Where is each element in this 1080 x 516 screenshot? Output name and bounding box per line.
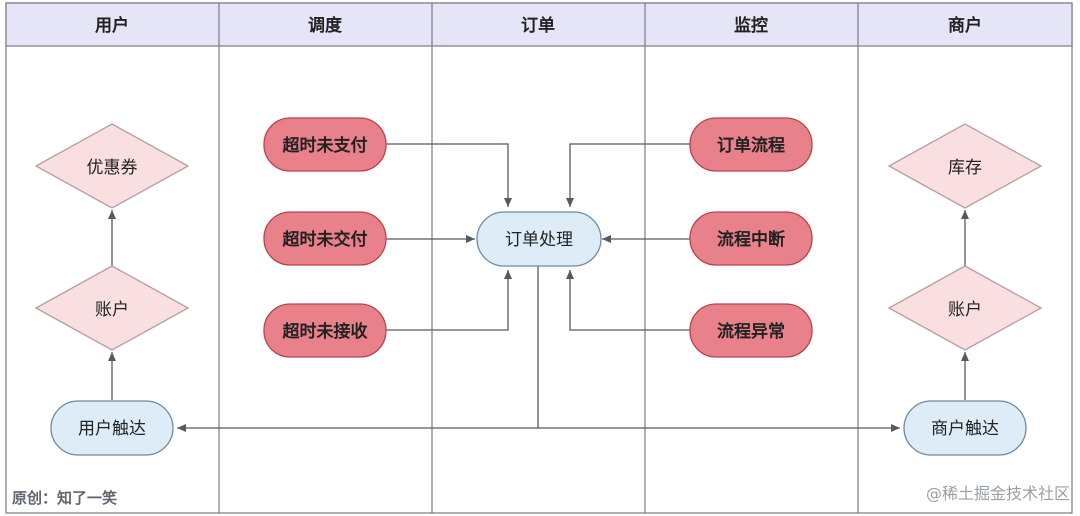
edge-flow-exception-to-order-process	[566, 270, 690, 331]
order-process-node	[476, 211, 602, 267]
lane-header-merchant: 商户	[948, 15, 982, 36]
user-account-diamond	[34, 265, 190, 351]
user-coupon-label: 优惠券	[87, 158, 138, 178]
order-flow-node	[689, 117, 813, 172]
timeout-unreceived-node	[263, 303, 387, 358]
timeout-undelivered-node	[263, 211, 387, 266]
merchant-account-diamond	[887, 265, 1043, 351]
edge-timeout-unreceived-to-order-process	[386, 270, 512, 331]
timeout-unpaid-node	[263, 117, 387, 172]
merchant-account-label: 账户	[948, 300, 982, 320]
lane-header-monitor: 监控	[734, 15, 768, 36]
merchant-reach-node	[903, 400, 1027, 456]
flow-exception-label: 流程异常	[717, 321, 785, 342]
edge-timeout-unpaid-to-order-process	[386, 143, 512, 207]
lane-header-order: 订单	[521, 15, 555, 36]
flow-interrupt-label: 流程中断	[717, 229, 785, 250]
flow-interrupt-node	[689, 211, 813, 266]
flow-exception-node	[689, 303, 813, 358]
user-coupon-diamond	[34, 123, 190, 209]
merchant-stock-diamond	[887, 123, 1043, 209]
header-band	[5, 2, 1073, 47]
site-watermark: @稀土掘金技术社区	[925, 484, 1070, 503]
user-reach-node	[50, 400, 174, 456]
order-process-label: 订单处理	[505, 230, 573, 250]
timeout-unreceived-label: 超时未接收	[283, 321, 368, 342]
merchant-stock-label: 库存	[948, 158, 982, 178]
merchant-reach-label: 商户触达	[931, 419, 999, 439]
timeout-unpaid-label: 超时未支付	[283, 135, 368, 156]
edge-order-flow-to-order-process	[566, 143, 690, 207]
timeout-undelivered-label: 超时未交付	[283, 229, 368, 250]
lane-header-user: 用户	[95, 15, 129, 36]
order-flow-label: 订单流程	[717, 135, 785, 156]
lane-header-dispatch: 调度	[308, 15, 343, 36]
user-reach-label: 用户触达	[78, 419, 146, 439]
author-watermark: 原创：知了一笑	[12, 489, 118, 507]
user-account-label: 账户	[95, 300, 129, 320]
